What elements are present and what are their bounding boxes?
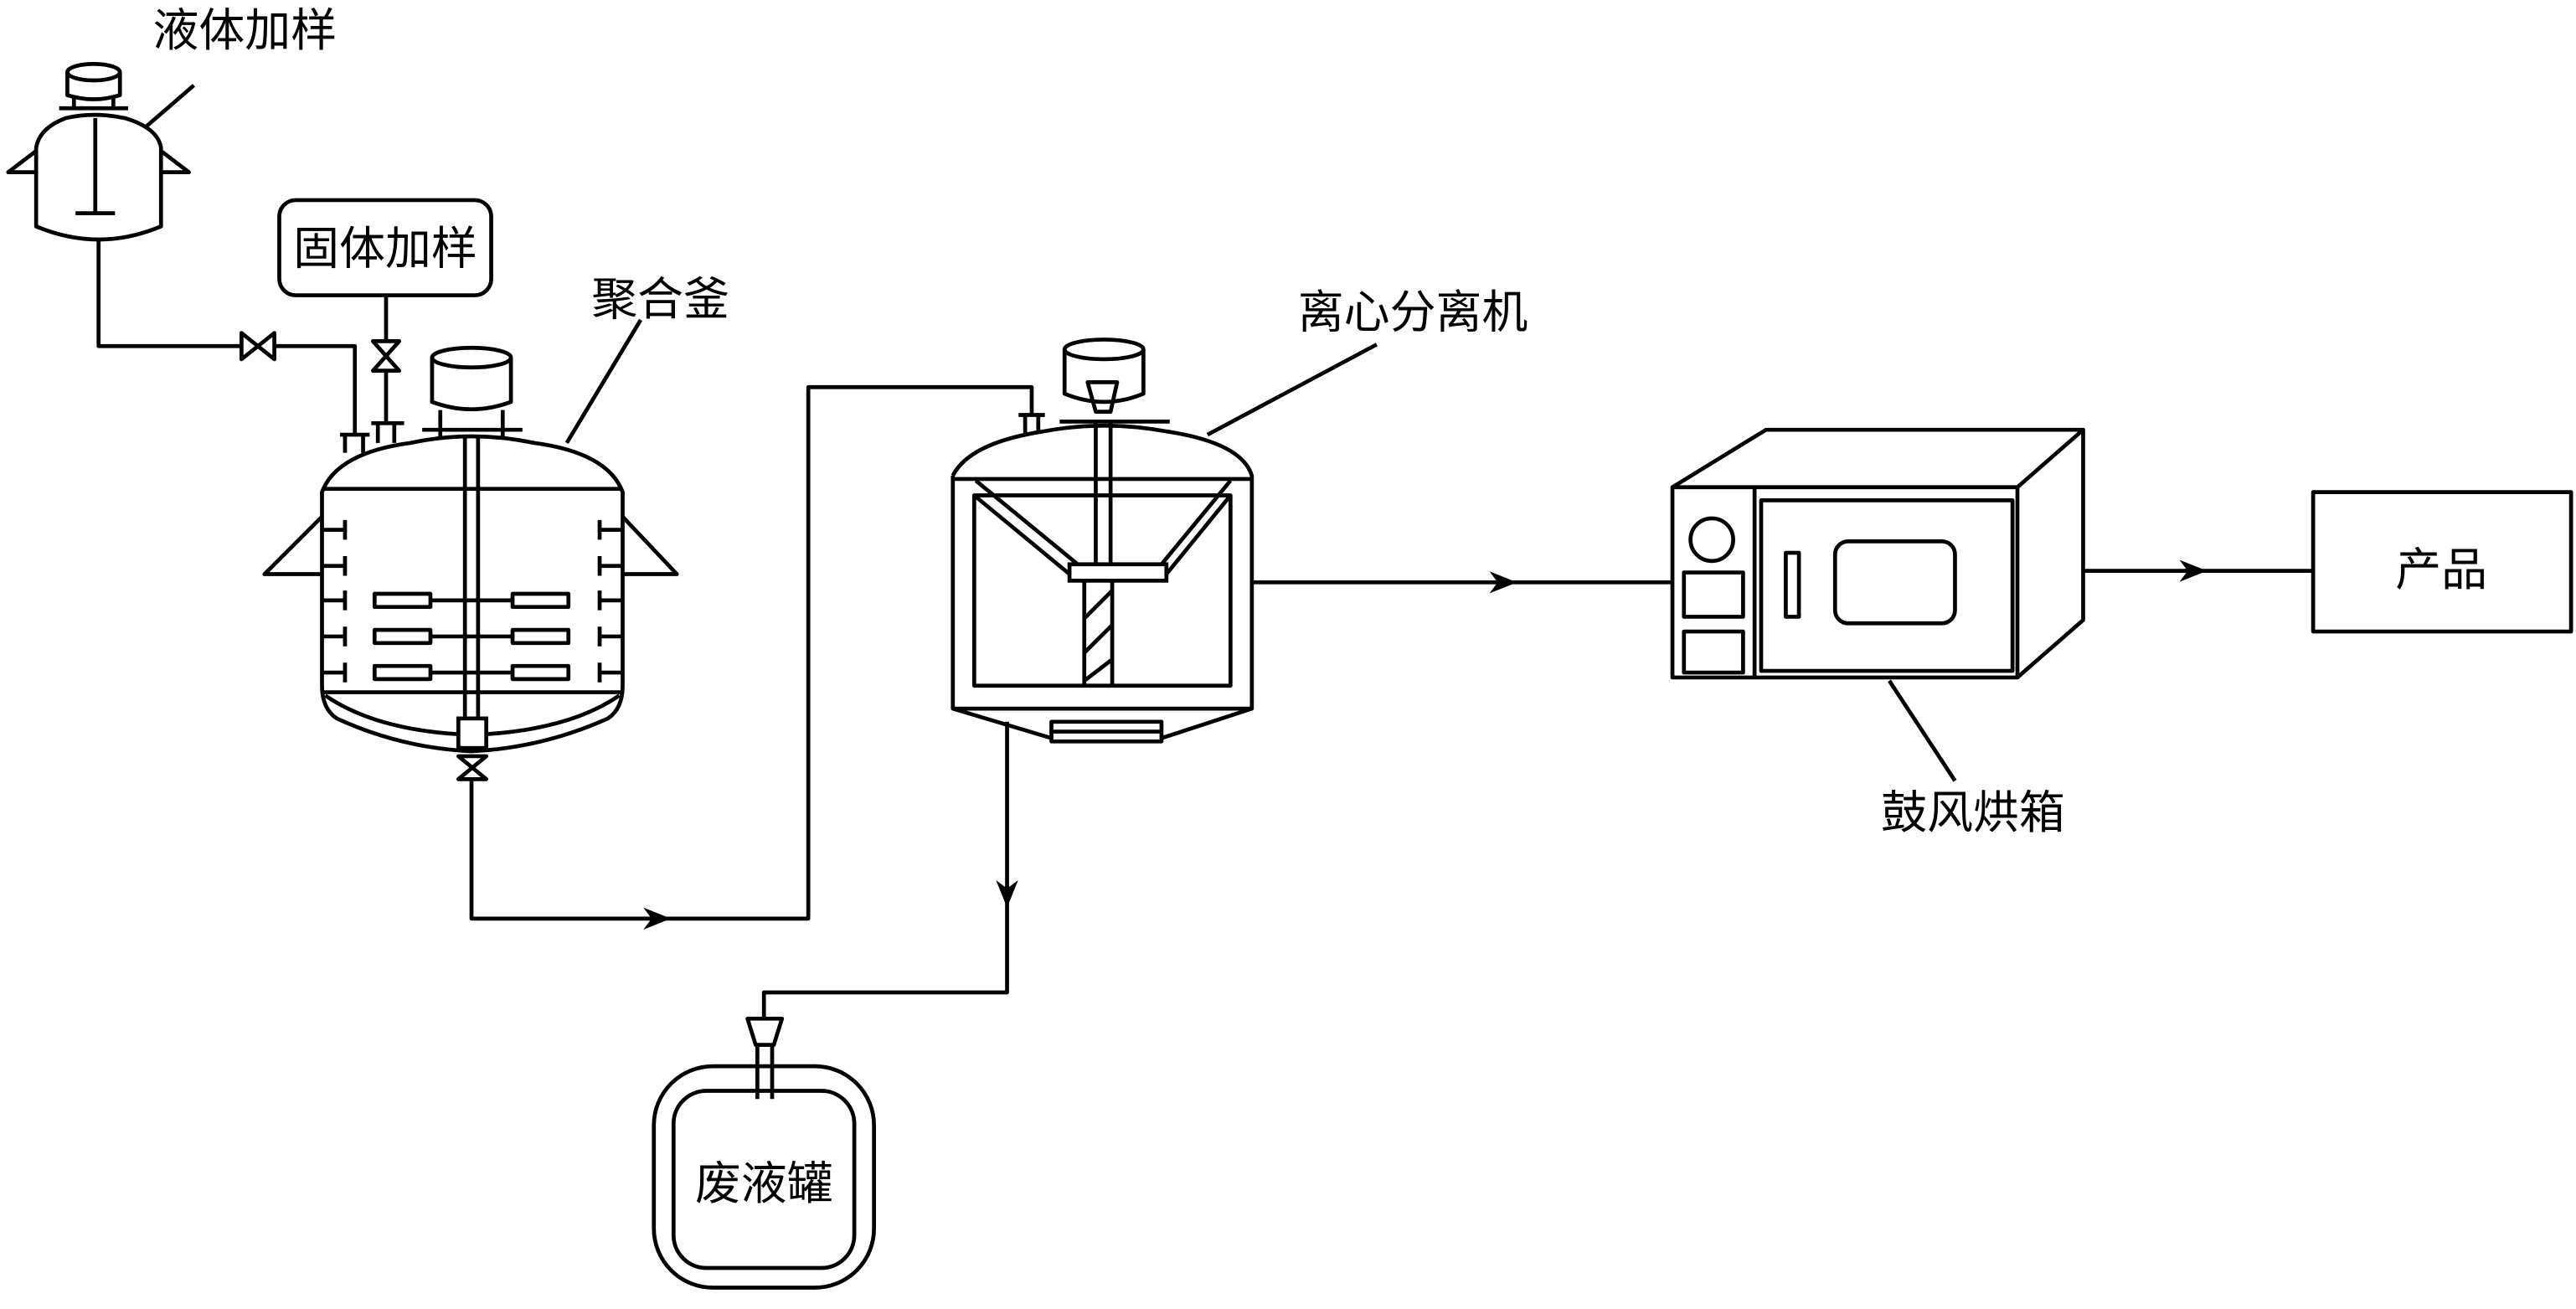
product-box <box>2311 490 2573 634</box>
waste-pipe <box>745 721 1018 1100</box>
agitator-blades <box>372 591 571 682</box>
reactor-label: 聚合釜 <box>591 272 729 326</box>
valve-icon <box>456 754 489 781</box>
liquid-feed-label: 液体加样 <box>152 3 337 57</box>
waste-tank <box>652 1064 876 1290</box>
solid-feed-pipe <box>370 295 404 443</box>
valve-icon <box>370 339 402 374</box>
liquid-feed-tank <box>6 62 196 242</box>
centrifuge-label: 离心分离机 <box>1298 286 1528 339</box>
product-label: 产品 <box>2395 543 2487 596</box>
polymerization-reactor <box>262 318 679 754</box>
waste-tank-label: 废液罐 <box>695 1157 833 1210</box>
reactor-outlet-pipe <box>456 384 1034 930</box>
solid-feed-label: 固体加样 <box>293 221 477 275</box>
valve-icon <box>240 331 276 362</box>
oven-label: 鼓风烘箱 <box>1881 786 2065 839</box>
liquid-feed-pipe <box>96 239 370 453</box>
centrifuge <box>951 338 1378 744</box>
blast-drying-oven <box>1670 427 2085 782</box>
baffles <box>322 519 623 683</box>
